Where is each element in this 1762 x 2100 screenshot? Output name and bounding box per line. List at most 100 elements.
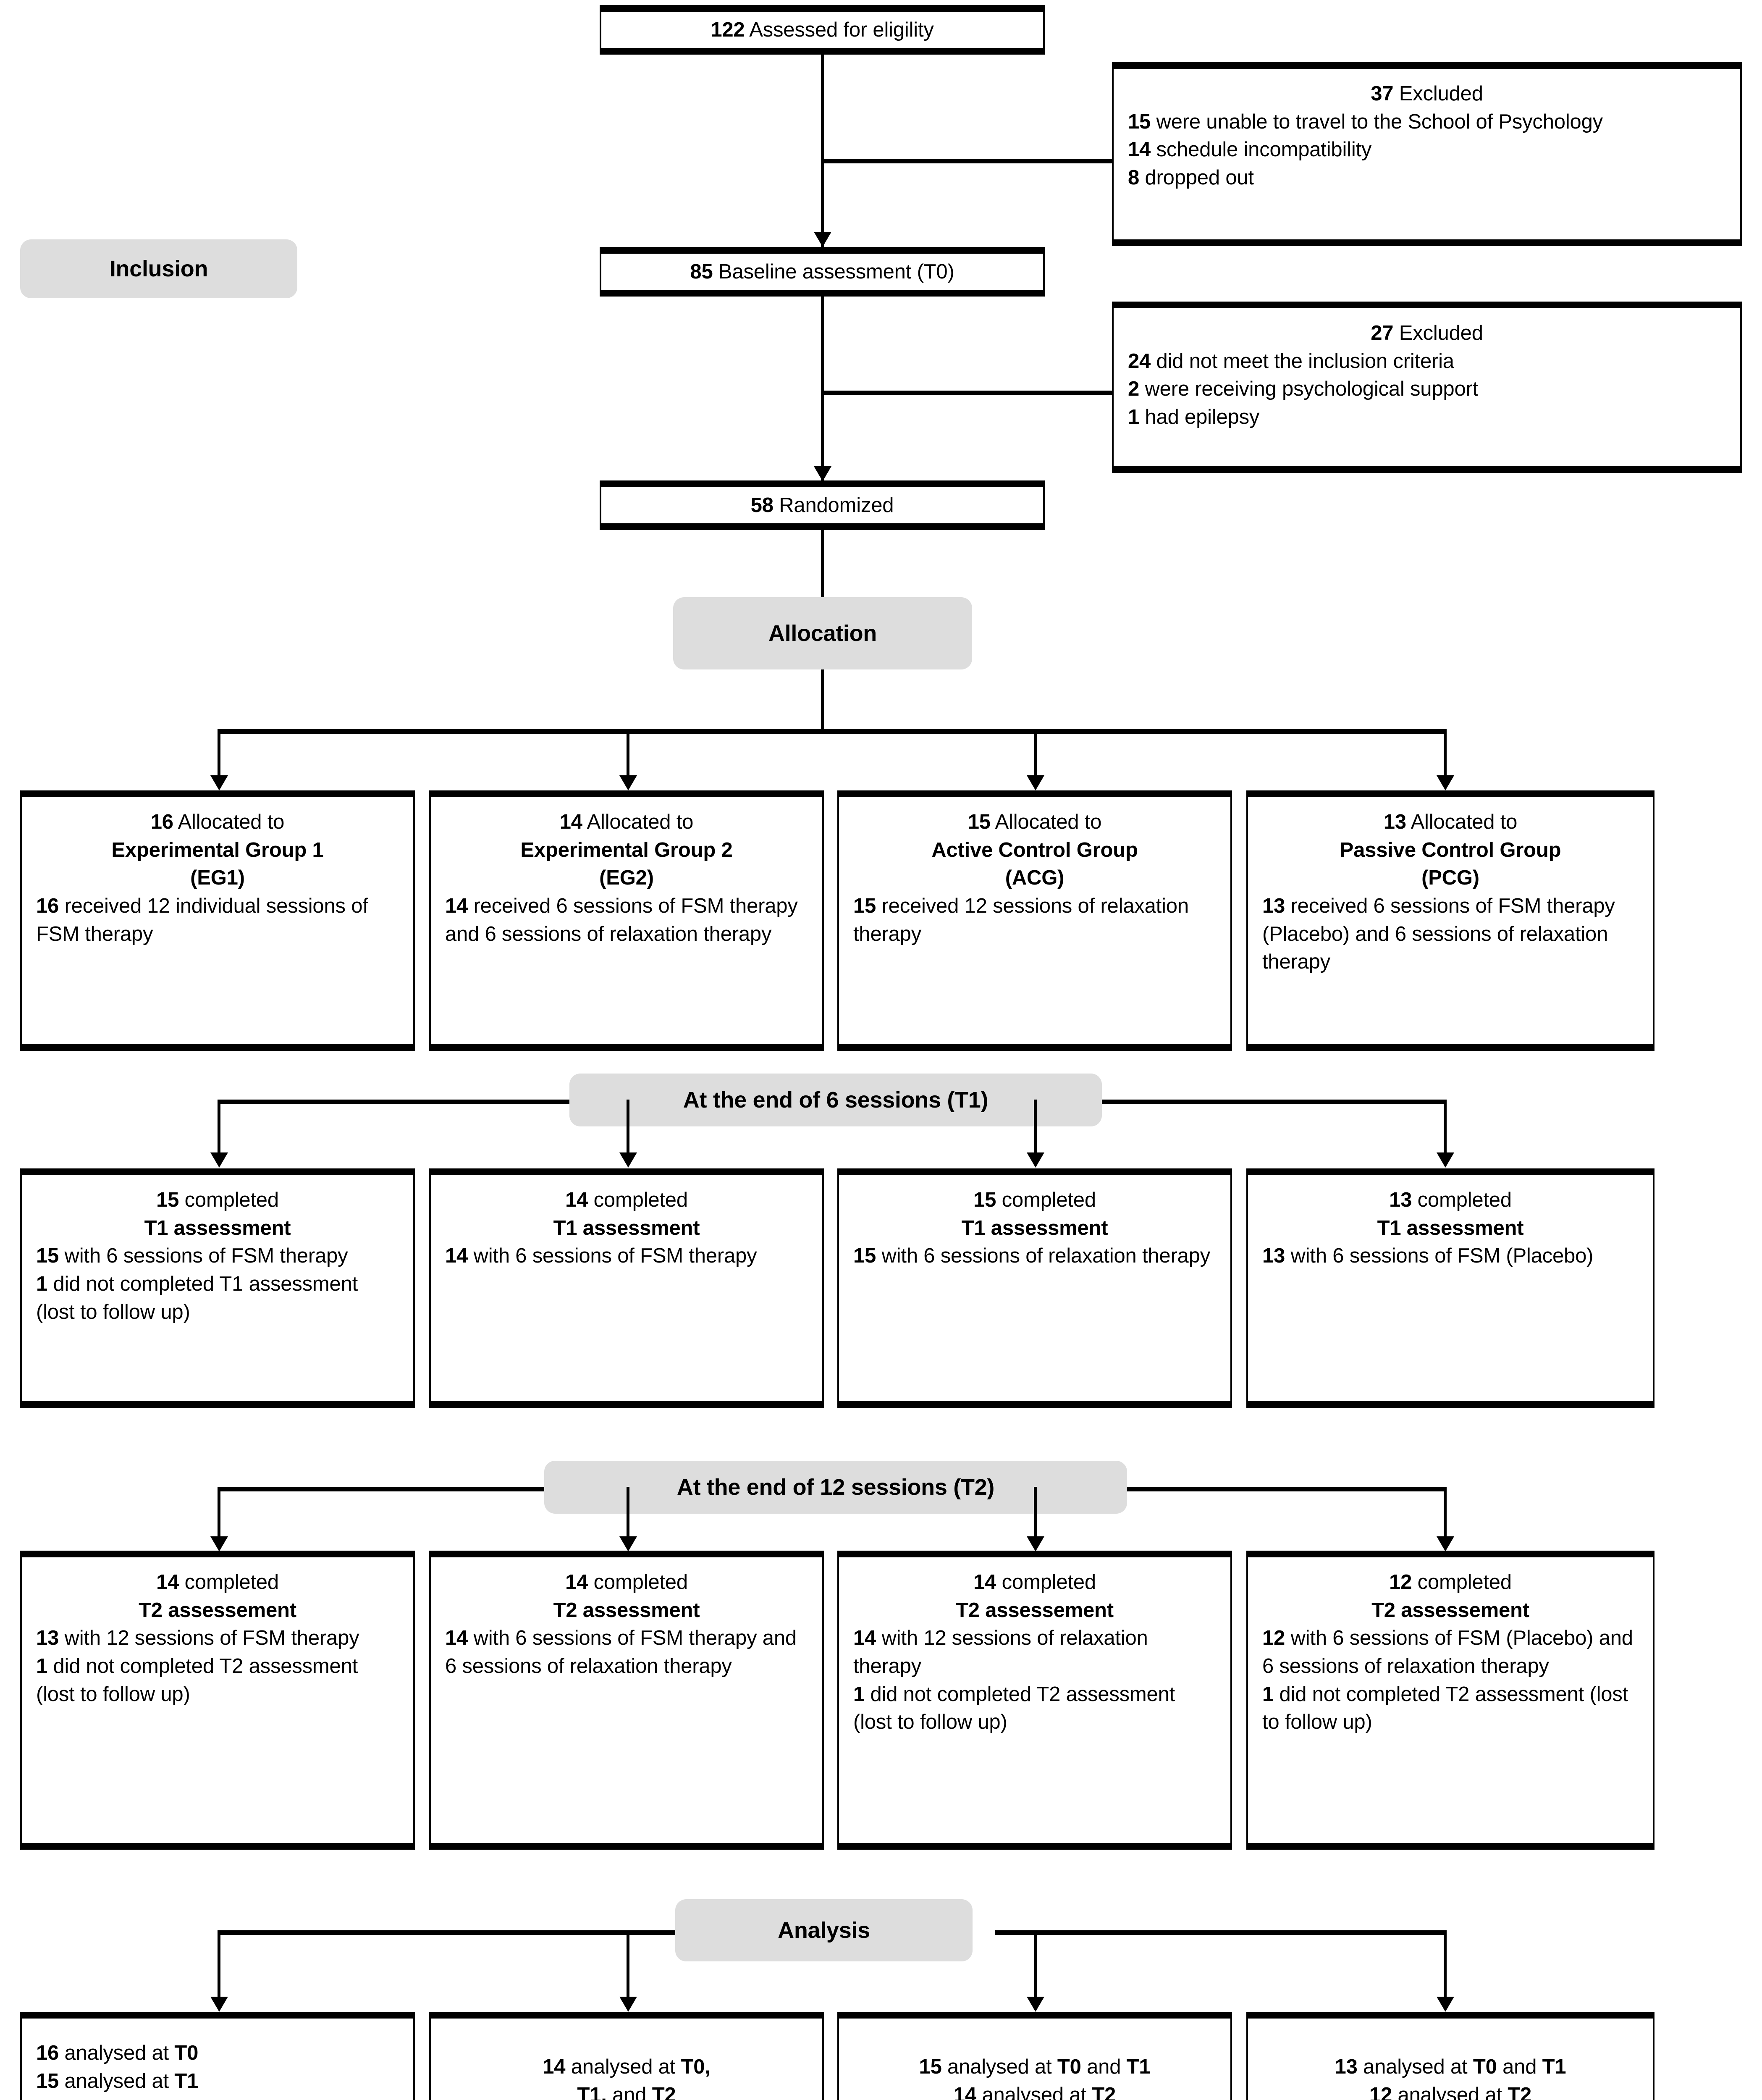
connector-t2-col-4	[1444, 1487, 1447, 1540]
t2-box-pcg: 12 completed T2 assessement 12 with 6 se…	[1246, 1551, 1654, 1850]
connector-t2-bus-left	[218, 1487, 553, 1491]
analysis-2-line-0-count: 15	[919, 2055, 942, 2079]
t2-1-completed-label: completed	[593, 1571, 688, 1593]
arrowhead-t1-col-4	[1437, 1152, 1454, 1168]
connector-alloc-col-1	[218, 729, 220, 785]
connector-t1-col-1	[218, 1100, 220, 1156]
analysis-3-line-0-post: and	[1497, 2055, 1542, 2079]
t2-2-count: 14	[973, 1571, 996, 1593]
t1-2-line-0-text: with 6 sessions of relaxation therapy	[881, 1244, 1211, 1268]
analysis-2-line-0-tp: T0	[1057, 2055, 1081, 2079]
connector-alloc-col-2	[627, 729, 629, 785]
alloc-1-group-name: Experimental Group 2	[520, 838, 733, 861]
analysis-2-line-1-tp: T2	[1092, 2084, 1116, 2100]
arrowhead-t2-col-2	[619, 1536, 637, 1551]
alloc-1-detail-count: 14	[445, 894, 468, 917]
analysis-0-line-0-tp: T0	[174, 2042, 199, 2065]
t2-3-line-0-text: with 6 sessions of FSM (Placebo) and 6 s…	[1262, 1627, 1633, 1677]
connector-analysis-col-2	[627, 1930, 629, 2001]
t1-0-assessment-label: T1 assessment	[144, 1216, 291, 1239]
analysis-0-line-1-pre: analysed at	[64, 2069, 175, 2092]
t1-0-completed-label: completed	[184, 1189, 279, 1211]
t1-3-line-0-text: with 6 sessions of FSM (Placebo)	[1290, 1244, 1594, 1268]
excluded-1-reason-0-text: were unable to travel to the School of P…	[1156, 110, 1603, 133]
analysis-2-line-1-count: 14	[953, 2084, 977, 2100]
alloc-1-group-abbrev: (EG2)	[599, 866, 654, 890]
connector-t1-bus-right	[1093, 1100, 1444, 1104]
alloc-2-count: 15	[968, 811, 991, 833]
analysis-2-line-1-pre: analysed at	[982, 2084, 1092, 2100]
analysis-3-line-1-pre: analysed at	[1398, 2084, 1508, 2100]
t2-2-completed-label: completed	[1002, 1571, 1096, 1593]
t1-box-pcg: 13 completed T1 assessment 13 with 6 ses…	[1246, 1168, 1654, 1408]
connector-t1-bus-left	[218, 1100, 579, 1104]
arrowhead-analysis-col-4	[1437, 1997, 1454, 2012]
connector-t1-col-3	[1034, 1100, 1037, 1156]
t1-box-eg2: 14 completed T1 assessment 14 with 6 ses…	[429, 1168, 824, 1408]
excluded-2-reason-2-text: had epilepsy	[1145, 405, 1260, 428]
alloc-3-group-abbrev: (PCG)	[1421, 866, 1479, 890]
excluded-1-reason-1-count: 14	[1128, 138, 1151, 161]
t2-3-line-1-text: did not completed T2 assessment (lost to…	[1262, 1683, 1628, 1734]
t1-3-completed-label: completed	[1417, 1189, 1512, 1211]
analysis-box-eg1: 16 analysed at T0 15 analysed at T1 14 a…	[20, 2012, 415, 2100]
t1-3-count: 13	[1389, 1189, 1412, 1211]
arrowhead-alloc-col-2	[619, 775, 637, 790]
arrowhead-t1-col-3	[1027, 1152, 1044, 1168]
connector-alloc-col-3	[1034, 729, 1037, 785]
t2-box-eg2: 14 completed T2 assessment 14 with 6 ses…	[429, 1551, 824, 1850]
t1-2-completed-label: completed	[1002, 1189, 1096, 1211]
alloc-2-detail-count: 15	[853, 894, 876, 917]
alloc-3-detail-count: 13	[1262, 894, 1285, 917]
excluded-2-reason-0-count: 24	[1128, 349, 1151, 373]
arrowhead-baseline	[814, 232, 831, 247]
randomized-box: 58 Randomized	[600, 480, 1045, 530]
arrowhead-t2-col-3	[1027, 1536, 1044, 1551]
randomized-count: 58	[750, 494, 773, 517]
connector-analysis-col-4	[1444, 1930, 1447, 2001]
connector-t2-col-1	[218, 1487, 220, 1540]
analysis-box-pcg: 13 analysed at T0 and T1 12 analysed at …	[1246, 2012, 1654, 2100]
arrowhead-alloc-col-4	[1437, 775, 1454, 790]
baseline-count: 85	[690, 260, 713, 283]
t2-3-line-1-count: 1	[1262, 1683, 1274, 1706]
analysis-3-line-0-tp: T0	[1473, 2055, 1497, 2079]
connector-analysis-col-3	[1034, 1930, 1037, 2001]
t2-0-line-0-count: 13	[36, 1627, 59, 1650]
connector-allocation-bus	[218, 729, 1444, 734]
t1-3-assessment-label: T1 assessment	[1377, 1216, 1524, 1239]
t2-0-assessment-label: T2 assessement	[139, 1599, 296, 1622]
arrowhead-alloc-col-1	[210, 775, 228, 790]
excluded-2-reason-1-text: were receiving psychological support	[1145, 378, 1479, 401]
analysis-3-line-0-tp2: T1	[1542, 2055, 1566, 2079]
t2-0-completed-label: completed	[184, 1571, 279, 1593]
t1-1-line-0-text: with 6 sessions of FSM therapy	[473, 1244, 757, 1268]
t2-0-line-1-text: did not completed T2 assessment (lost to…	[36, 1654, 358, 1706]
alloc-2-allocated-label: Allocated to	[995, 811, 1102, 833]
t1-1-completed-label: completed	[593, 1189, 688, 1211]
alloc-2-group-name: Active Control Group	[931, 838, 1138, 861]
t2-3-completed-label: completed	[1417, 1571, 1512, 1593]
connector-randomized-to-allocation	[821, 530, 824, 597]
t2-1-assessment-label: T2 assessment	[553, 1599, 700, 1622]
t1-0-line-1-count: 1	[36, 1272, 48, 1295]
assessed-for-eligibility-box: 122 Assessed for eligility	[600, 5, 1045, 55]
t1-box-acg: 15 completed T1 assessment 15 with 6 ses…	[837, 1168, 1232, 1408]
t2-box-eg1: 14 completed T2 assessement 13 with 12 s…	[20, 1551, 415, 1850]
connector-alloc-col-4	[1444, 729, 1447, 785]
analysis-1-line-1-post: and	[606, 2084, 652, 2100]
alloc-3-detail-text: received 6 sessions of FSM therapy (Plac…	[1262, 894, 1615, 974]
excluded-2-reason-0-text: did not meet the inclusion criteria	[1156, 349, 1455, 373]
excluded-box-1: 37 Excluded 15 were unable to travel to …	[1112, 62, 1742, 246]
stage-label-inclusion: Inclusion	[20, 239, 297, 298]
t2-0-line-1-count: 1	[36, 1654, 48, 1677]
stage-label-inclusion-text: Inclusion	[109, 256, 208, 281]
connector-allocation-down	[821, 669, 824, 732]
t1-3-line-0-count: 13	[1262, 1244, 1285, 1268]
assessed-count: 122	[711, 18, 745, 41]
excluded-2-reason-2-count: 1	[1128, 405, 1140, 428]
analysis-box-acg: 15 analysed at T0 and T1 14 analysed at …	[837, 2012, 1232, 2100]
stage-label-analysis-text: Analysis	[778, 1918, 870, 1943]
alloc-0-count: 16	[150, 811, 173, 833]
